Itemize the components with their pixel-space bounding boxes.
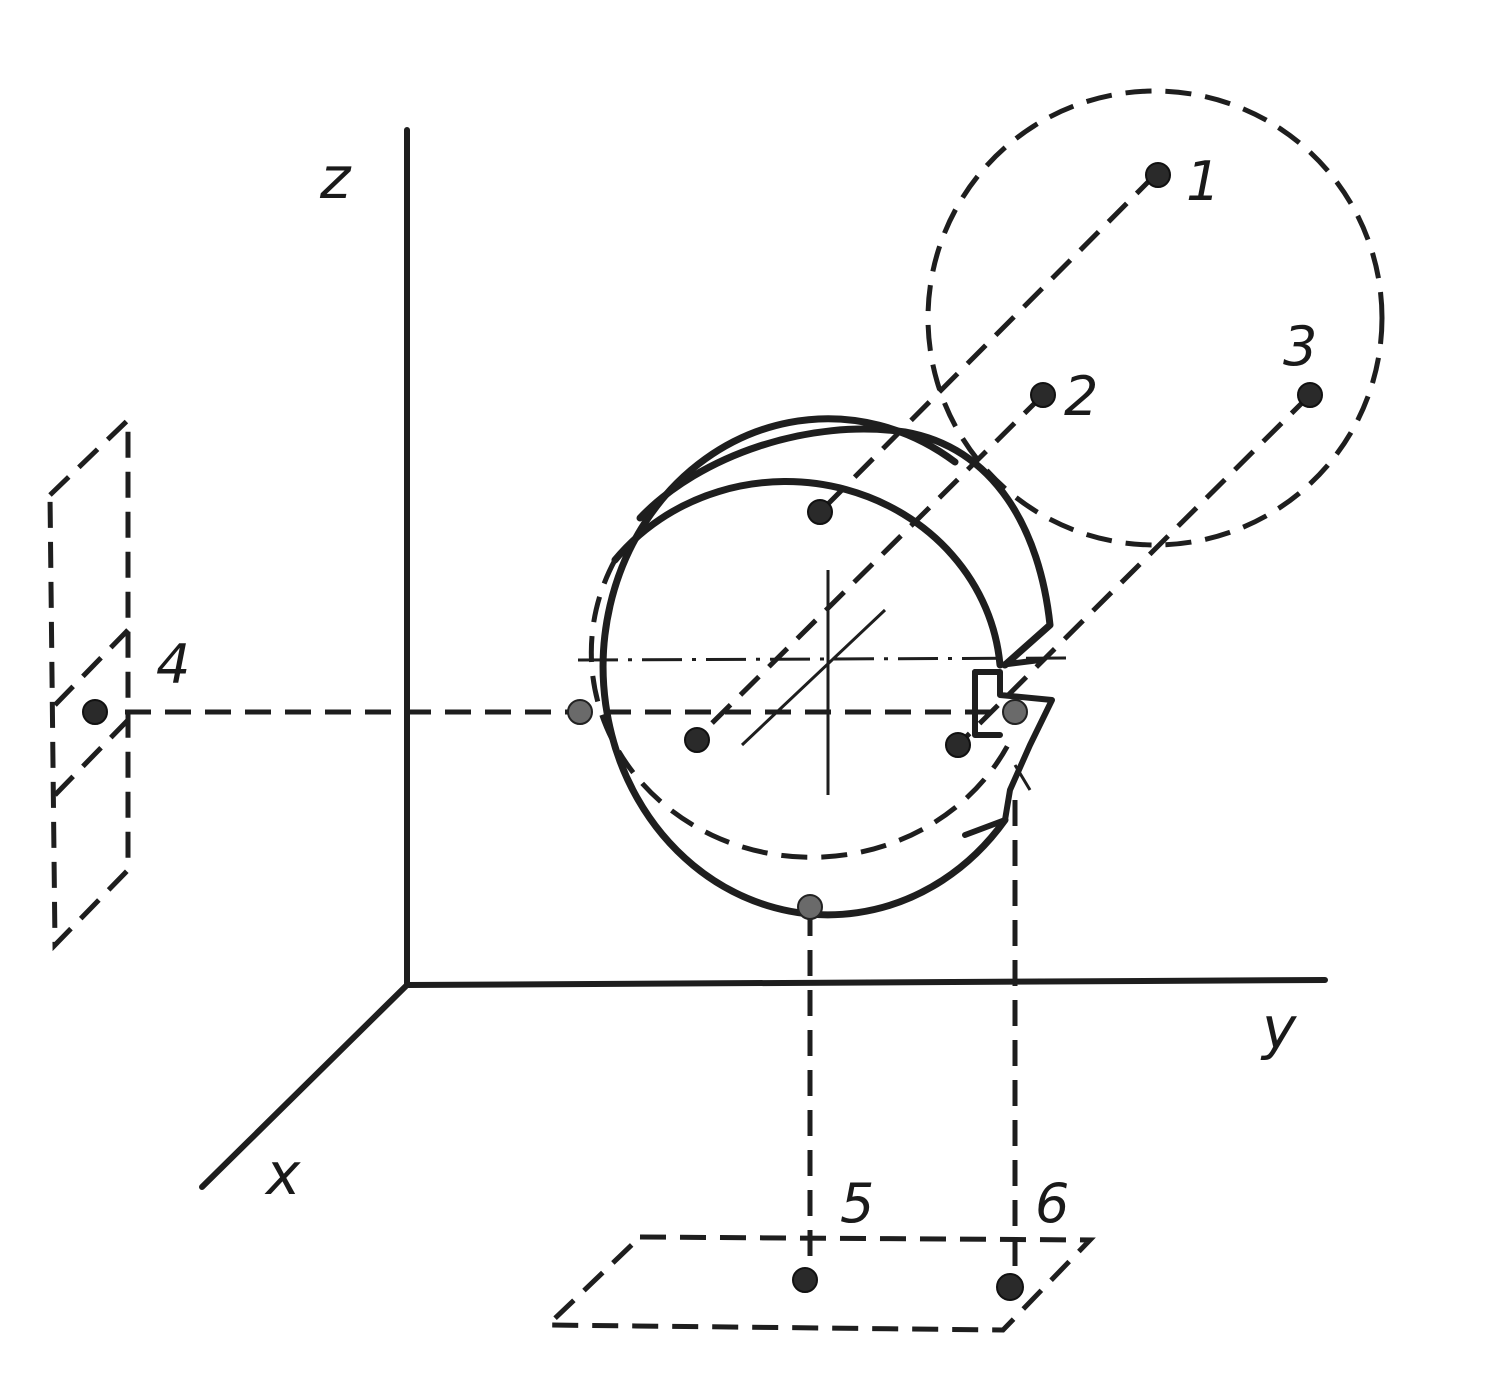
label-2: 2 <box>1064 365 1098 428</box>
upper-crescent-outline <box>636 425 1054 669</box>
point-5 <box>792 1267 818 1293</box>
point-2 <box>1030 382 1056 408</box>
projection-line-3 <box>956 393 1312 747</box>
inner-circle-dashed-arc <box>588 558 1011 860</box>
bottom-projection-plane <box>541 1234 1096 1333</box>
label-3: 3 <box>1283 315 1317 378</box>
inner-circle-solid-arc <box>611 478 1004 669</box>
notch-detail <box>962 657 1055 838</box>
point-1 <box>1145 162 1171 188</box>
dashed-reference-circle <box>925 88 1385 548</box>
x-axis <box>199 982 410 1190</box>
left-projection-plane <box>47 414 131 952</box>
point-right-notch <box>945 732 971 758</box>
projection-line-1 <box>818 173 1157 514</box>
label-6: 6 <box>1035 1172 1069 1235</box>
point-center-left <box>684 727 710 753</box>
y-axis-label: y <box>1260 994 1297 1062</box>
y-axis <box>404 977 1328 988</box>
point-3 <box>1297 382 1323 408</box>
point-top-shell <box>807 499 833 525</box>
label-4: 4 <box>156 633 190 696</box>
point-6 <box>996 1273 1024 1301</box>
point-notch-corner <box>1002 699 1028 725</box>
outer-shell-outline <box>599 415 1009 919</box>
x-axis-label: x <box>264 1140 301 1208</box>
z-axis-label: z <box>319 144 352 212</box>
horizontal-center-line <box>577 656 1076 662</box>
point-left-shell <box>567 699 593 725</box>
point-bottom-shell <box>797 894 823 920</box>
points <box>82 162 1323 1301</box>
coordinate-axes <box>199 127 1328 1190</box>
label-1: 1 <box>1186 150 1220 213</box>
point-4 <box>82 699 108 725</box>
projection-line-2 <box>693 393 1045 742</box>
label-5: 5 <box>840 1172 874 1235</box>
diagonal-center-line <box>740 608 887 747</box>
